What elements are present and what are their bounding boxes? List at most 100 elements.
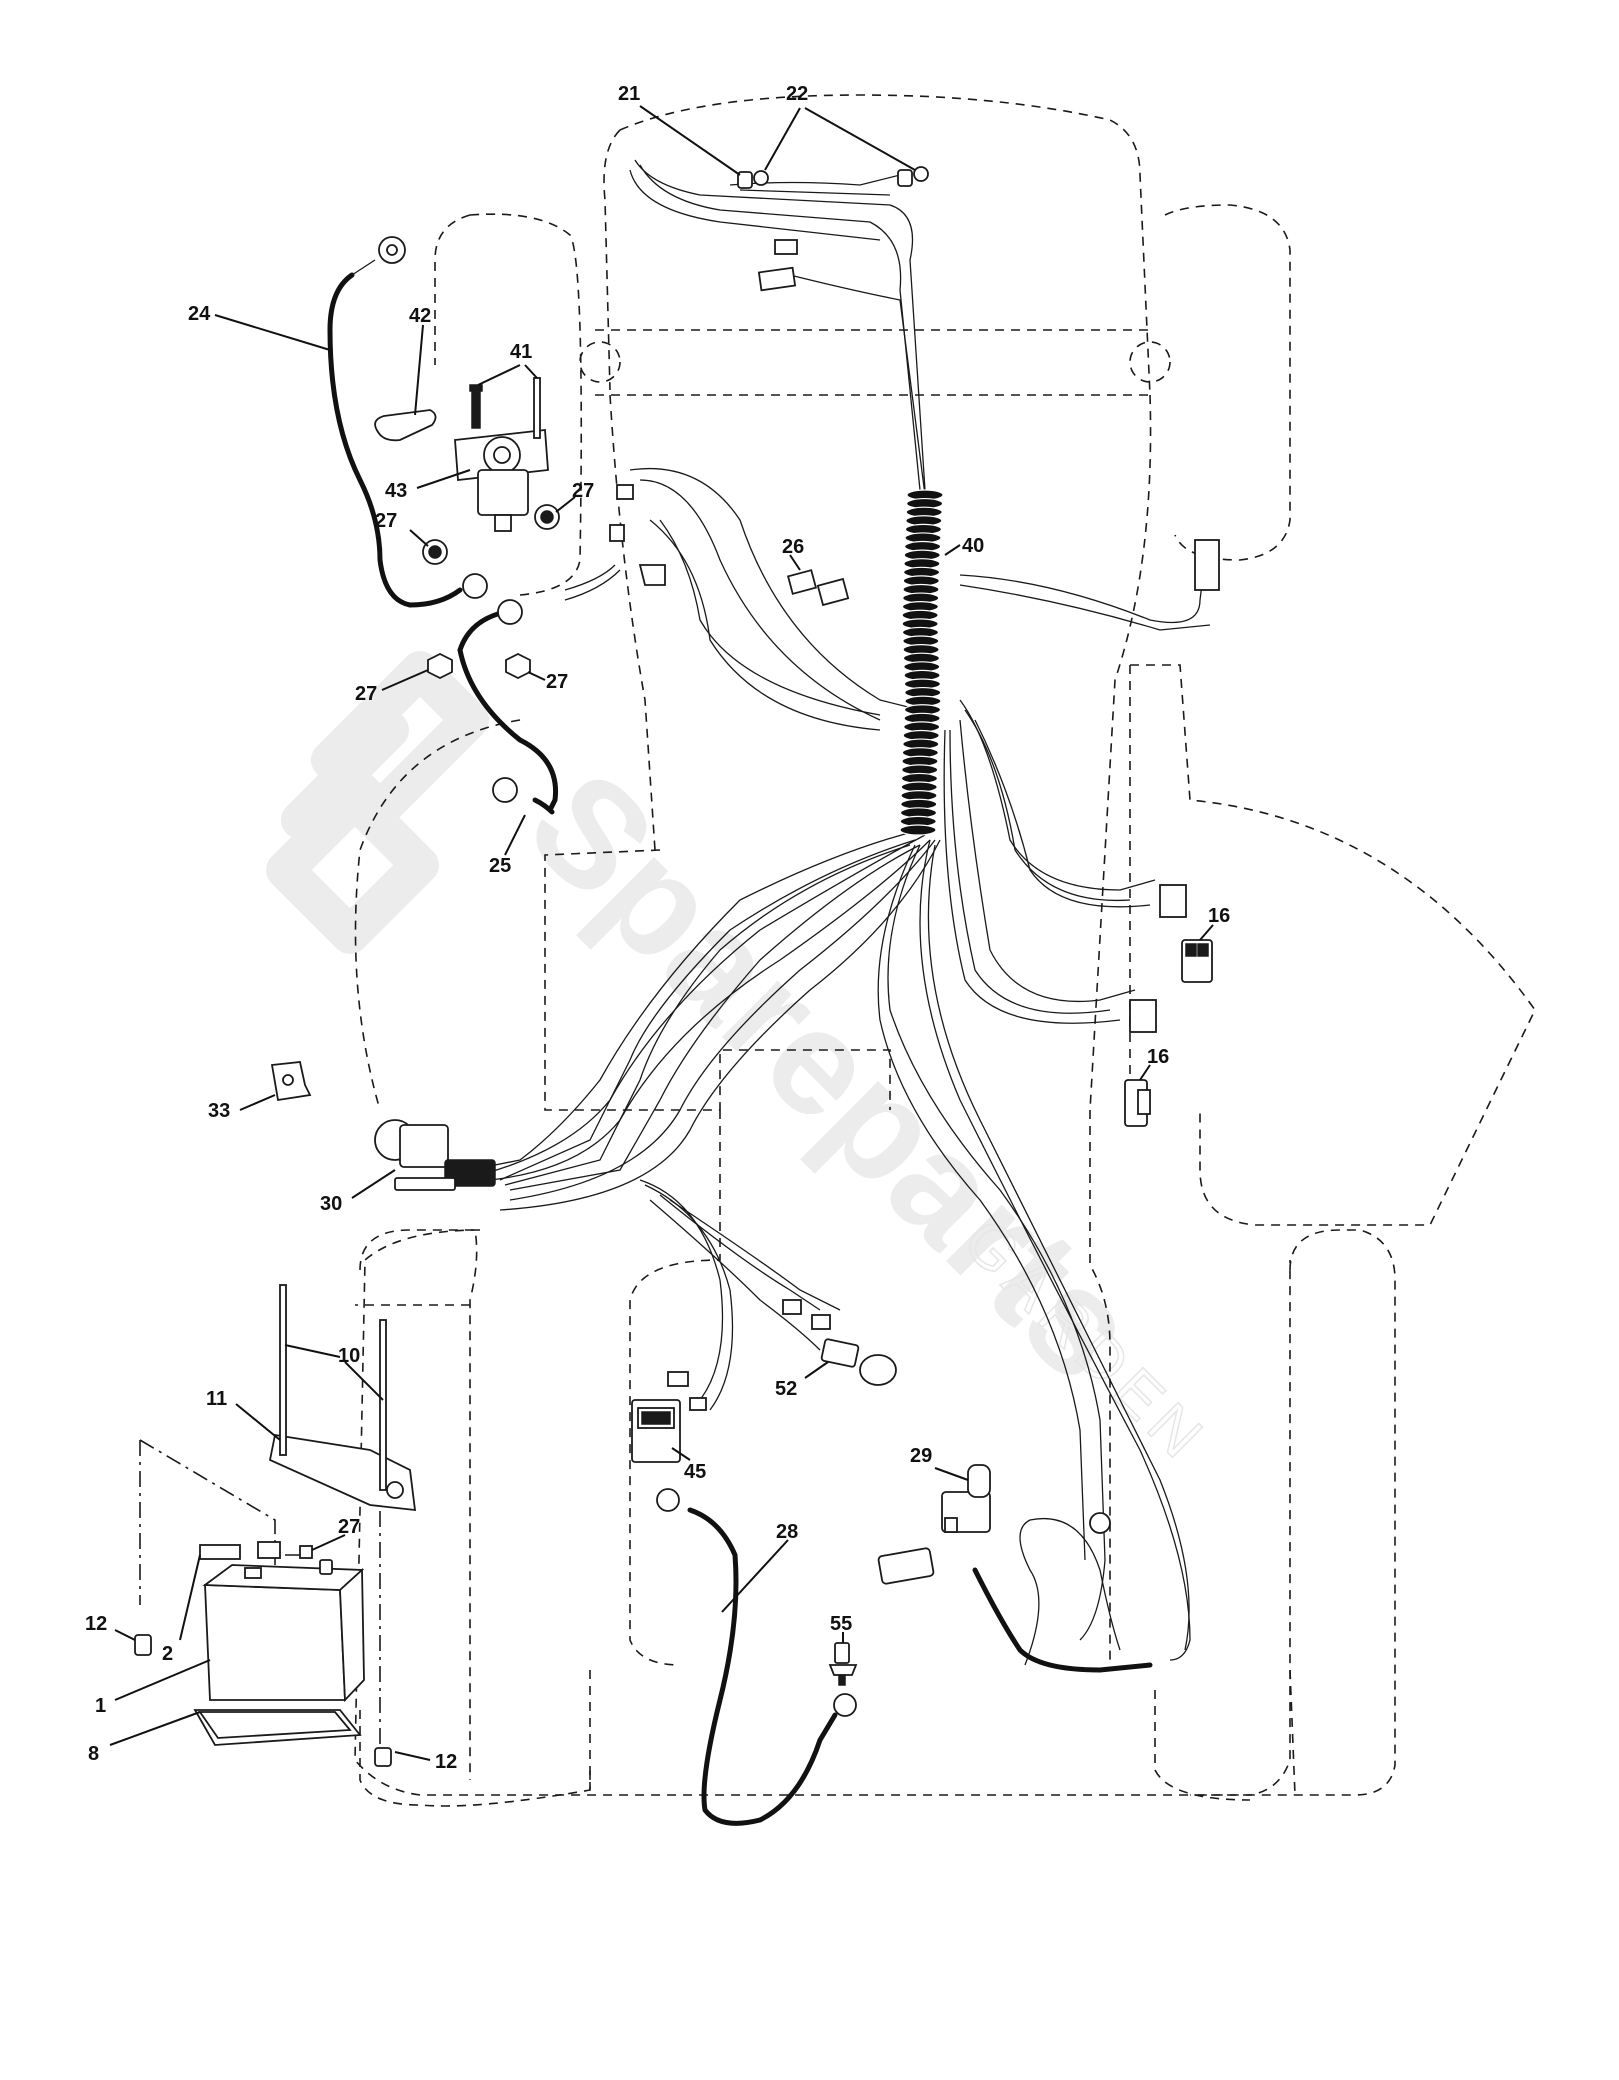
- battery-cable-24: [327, 272, 463, 608]
- wing-nut-a: [134, 1634, 152, 1656]
- callout-43: 43: [385, 480, 407, 502]
- terminal-bolt: [199, 1544, 241, 1560]
- callout-22: 22: [786, 83, 808, 105]
- callout-27-a: 27: [572, 480, 594, 502]
- ground-screw: [828, 1642, 858, 1686]
- nut-d: [505, 652, 531, 680]
- seat-switch-upper: [1181, 939, 1213, 983]
- ground-cable-25: [457, 609, 559, 813]
- harness-plug-16a: [1159, 884, 1187, 918]
- wing-nut-b: [374, 1747, 392, 1767]
- callout-55: 55: [830, 1613, 852, 1635]
- hour-meter-connector-b: [689, 1397, 707, 1411]
- callout-33: 33: [208, 1100, 230, 1122]
- loom-rings: [899, 489, 944, 836]
- left-clip-b: [609, 524, 625, 542]
- callout-25: 25: [489, 855, 511, 877]
- rear-left-wheel: [359, 1710, 591, 1807]
- cable-terminal-28a: [656, 1488, 680, 1512]
- callout-8: 8: [88, 1743, 99, 1765]
- callout-52: 52: [775, 1378, 797, 1400]
- wire-loom: [899, 489, 944, 836]
- watermark-logo-mark: [281, 651, 489, 839]
- upper-connector-a: [774, 239, 798, 255]
- callout-30: 30: [320, 1193, 342, 1215]
- loom-ring: [899, 824, 937, 836]
- callout-10: 10: [338, 1345, 360, 1367]
- hold-down-rod-a: [279, 1284, 287, 1456]
- right-connector: [1194, 539, 1220, 591]
- upper-connector-b: [757, 266, 797, 292]
- battery-group: [134, 1284, 417, 1767]
- cables: [327, 236, 1153, 1826]
- callouts: 21 22 24 42 41 43 27 27 27 27 25 26: [85, 83, 1230, 1773]
- hour-meter: [631, 1399, 681, 1463]
- callout-42: 42: [409, 305, 431, 327]
- cable-terminal-28b: [833, 1693, 857, 1717]
- headlight-bulb-left: [737, 170, 769, 189]
- hour-meter-connector: [667, 1371, 689, 1387]
- coiled-harness: [972, 1567, 1153, 1673]
- callout-16-b: 16: [1147, 1046, 1169, 1068]
- ignition-key: [270, 1061, 312, 1102]
- front-right-wheel: [1164, 204, 1291, 561]
- tractor-outline: [354, 94, 1536, 1807]
- front-axle: [595, 329, 1150, 396]
- callout-2: 2: [162, 1643, 173, 1665]
- cable-terminal-25a: [497, 599, 523, 625]
- callout-41: 41: [510, 341, 532, 363]
- nut-c: [427, 652, 453, 680]
- cable-terminal-24b: [462, 573, 488, 599]
- harness-ring-terminal: [1089, 1512, 1111, 1534]
- parts: [270, 166, 1220, 1686]
- screw-left: [471, 387, 481, 429]
- callout-27-b: 27: [375, 510, 397, 532]
- part-52: [820, 1338, 897, 1386]
- callout-26: 26: [782, 536, 804, 558]
- terminal-clip: [257, 1541, 281, 1559]
- nut-b: [534, 504, 560, 530]
- ignition-switch: [374, 1119, 496, 1191]
- connector-52: [782, 1299, 802, 1315]
- nut-a: [422, 539, 448, 565]
- callout-1: 1: [95, 1695, 106, 1717]
- callout-24: 24: [188, 303, 211, 325]
- fuse: [816, 577, 850, 607]
- callout-21: 21: [618, 83, 640, 105]
- left-clip-c: [638, 564, 666, 586]
- callout-16-a: 16: [1208, 905, 1230, 927]
- seat-switch-lower: [1124, 1079, 1151, 1127]
- left-clip-a: [616, 484, 634, 500]
- front-left-wheel: [469, 213, 583, 596]
- rear-body: [354, 1229, 1291, 1796]
- battery: [202, 1559, 365, 1703]
- screw-right: [533, 377, 541, 439]
- callout-11: 11: [206, 1388, 227, 1410]
- callout-27-c: 27: [355, 683, 377, 705]
- solenoid-bracket: [374, 409, 437, 442]
- callout-45: 45: [684, 1461, 706, 1483]
- mower-deck: [1130, 664, 1536, 1226]
- headlight-bulb-right: [897, 166, 929, 187]
- terminal-nut: [299, 1545, 313, 1559]
- fuse-holder: [786, 569, 818, 595]
- relay-plug: [877, 1547, 935, 1585]
- callout-28: 28: [776, 1521, 798, 1543]
- relay: [941, 1464, 991, 1533]
- solenoid-wires: [564, 564, 621, 601]
- hood-outline: [619, 94, 1151, 396]
- main-harness: [469, 159, 1211, 1661]
- cable-terminal-25b: [492, 777, 518, 803]
- starter-solenoid: [454, 429, 549, 532]
- ground-cable-28: [687, 1507, 838, 1826]
- hold-down-rod-b: [379, 1319, 387, 1491]
- callout-29: 29: [910, 1445, 932, 1467]
- callout-12-a: 12: [85, 1613, 107, 1635]
- seat-outline: [354, 719, 521, 1111]
- callout-12-b: 12: [435, 1751, 457, 1773]
- harness-plug-16b: [1129, 999, 1157, 1033]
- callout-27-e: 27: [338, 1516, 360, 1538]
- callout-27-d: 27: [546, 671, 568, 693]
- watermark: Spareparts GARDEN: [266, 651, 1221, 1477]
